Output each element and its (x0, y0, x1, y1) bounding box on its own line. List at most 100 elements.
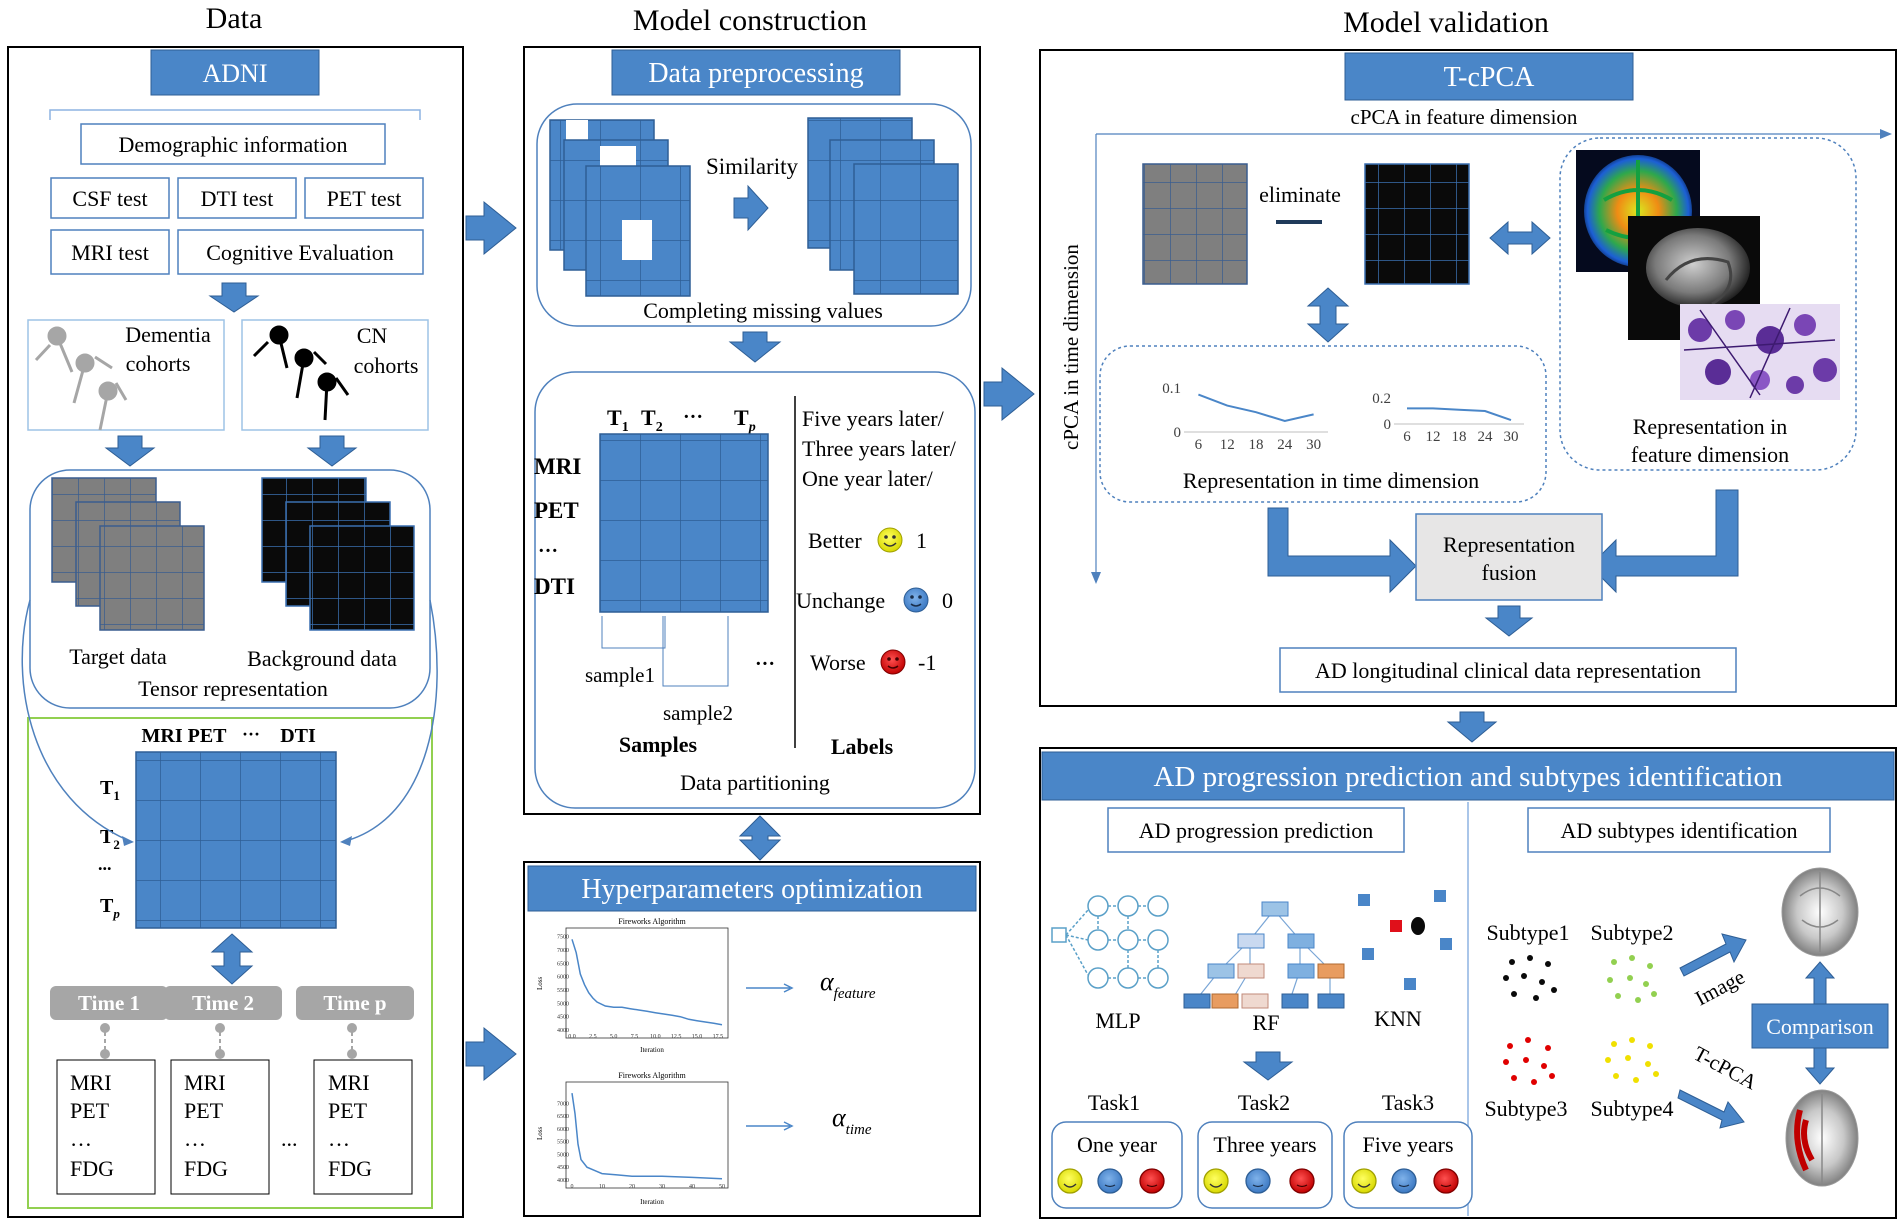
missing-values-stack (549, 119, 691, 297)
dti-label: DTI test (201, 186, 274, 211)
matrix-header-dti: DTI (280, 725, 316, 747)
task2-better-icon (1203, 1168, 1229, 1194)
mini-chart-2-xtick: 12 (1426, 429, 1441, 445)
time-connectors (100, 1023, 357, 1059)
preprocessing-frame (523, 46, 981, 815)
timep-tab (296, 986, 414, 1020)
hyper-chart-1-xtick: 17.5 (713, 1034, 724, 1040)
mini-chart-2-line (1407, 407, 1512, 422)
timep-card-fdg: FDG (328, 1156, 372, 1181)
mini-chart-2-xtick: 24 (1478, 429, 1494, 445)
arrow-data-to-hyper (465, 1026, 517, 1082)
hyper-banner (527, 865, 977, 912)
hyper-chart-2-xtick: 40 (689, 1184, 695, 1190)
mri-box (50, 229, 170, 275)
row-mri: MRI (534, 454, 581, 479)
arrow-image (1679, 933, 1747, 977)
task3-label: Task3 (1382, 1090, 1434, 1115)
double-arrow-matrix-feature (1489, 220, 1551, 256)
matrix-header-mri-pet: MRI PET (142, 725, 228, 747)
worse-value: -1 (918, 650, 936, 675)
cn-label-2: cohorts (354, 353, 419, 378)
hyper-chart-1-frame (565, 927, 729, 1039)
similarity-arrow (733, 184, 769, 232)
task2-unchange-icon (1245, 1168, 1271, 1194)
time1-label: Time 1 (78, 991, 140, 1015)
col-t1: T1 (607, 405, 629, 435)
mini-chart-2-xtick: 30 (1504, 429, 1519, 445)
three-years-label: Three years later/ (802, 436, 957, 461)
hyper-chart-1-ytick: 7000 (557, 948, 569, 954)
worse-label: Worse (810, 650, 866, 675)
better-smile-icon (877, 527, 903, 553)
partition-matrix (599, 433, 769, 613)
section-title-model-construction: Model construction (633, 4, 867, 37)
task3-unchange-icon (1391, 1168, 1417, 1194)
subtype3-dots (1503, 1037, 1555, 1085)
mini-chart-1-xtick: 18 (1249, 437, 1264, 453)
sample-bracket-2 (662, 616, 729, 687)
hyper-chart-1-ytick: 4000 (557, 1028, 569, 1034)
tcpca-arrow-label: T-cPCA (1690, 1041, 1762, 1095)
pet-box (304, 177, 424, 219)
one-year-label: One year later/ (802, 466, 934, 491)
pathology-image (1680, 304, 1840, 400)
feature-axis-head (1880, 129, 1892, 139)
knn-icon (1358, 890, 1452, 990)
task1-unchange-icon (1097, 1168, 1123, 1194)
eliminate-label: eliminate (1259, 182, 1341, 207)
subtype3-label: Subtype3 (1484, 1096, 1567, 1121)
comparison-label: Comparison (1766, 1014, 1874, 1039)
progression-label: AD progression prediction (1139, 818, 1374, 843)
col-tp: Tp (734, 405, 756, 435)
cn-icon (252, 325, 350, 421)
hyper-chart-1-ytick: 4500 (557, 1015, 569, 1021)
card-ellipsis: ... (281, 1126, 298, 1151)
mlp-network-icon (1051, 895, 1169, 989)
arrow-down-dementia (104, 435, 156, 467)
data-panel: ADNI Demographic information CSF test DT… (7, 46, 464, 1218)
hyper-chart-2-xtick: 0 (571, 1184, 574, 1190)
task3-five-years: Five years (1362, 1132, 1453, 1157)
time-axis-head (1091, 572, 1101, 584)
hyper-chart-2-ytick: 6500 (557, 1114, 569, 1120)
preprocessing-banner (611, 49, 901, 96)
alpha-feature-arrow (746, 983, 794, 993)
unchange-smile-icon (903, 587, 929, 613)
time2-card-pet: PET (184, 1098, 224, 1123)
hyper-chart-1-ytick: 5500 (557, 988, 569, 994)
subtypes-label: AD subtypes identification (1560, 818, 1797, 843)
dementia-icon (34, 326, 128, 431)
cpca-time-label: cPCA in time dimension (1059, 244, 1083, 450)
tcpca-banner (1344, 52, 1634, 101)
subtype2-label: Subtype2 (1590, 920, 1673, 945)
fusion-box (1415, 513, 1603, 601)
arrow-validation-to-prediction (1446, 711, 1498, 743)
rep-time-label: Representation in time dimension (1183, 468, 1479, 493)
mini-chart-1-line (1198, 393, 1314, 423)
csf-box (50, 177, 170, 219)
hyper-chart-2: Fireworks Algorithm Loss Iteration 70006… (536, 1071, 729, 1206)
target-data-stack (51, 477, 205, 631)
curve-background-to-matrix (341, 599, 438, 843)
curve-target-to-matrix (21, 599, 133, 843)
subtypes-box (1527, 807, 1831, 853)
demographic-label: Demographic information (118, 132, 347, 157)
task3-better-icon (1351, 1168, 1377, 1194)
time2-card-dots: … (184, 1126, 206, 1151)
hyper-frame (523, 861, 981, 1217)
arrow-down-cn (306, 435, 358, 467)
arrow-data-to-preprocessing (465, 200, 517, 256)
hyper-chart-1-xtick: 10.0 (650, 1034, 661, 1040)
alpha-time-arrow (746, 1121, 794, 1131)
time-representation-box (1099, 345, 1547, 503)
hyper-chart-2-line (571, 1092, 723, 1180)
mini-chart-1-xtick: 6 (1195, 437, 1203, 453)
subtype2-dots (1607, 955, 1657, 1003)
brain-image-bottom (1785, 1089, 1859, 1187)
ad-longitudinal-label: AD longitudinal clinical data representa… (1315, 658, 1701, 683)
prediction-title: AD progression prediction and subtypes i… (1153, 761, 1783, 793)
ad-longitudinal-box (1279, 647, 1737, 693)
